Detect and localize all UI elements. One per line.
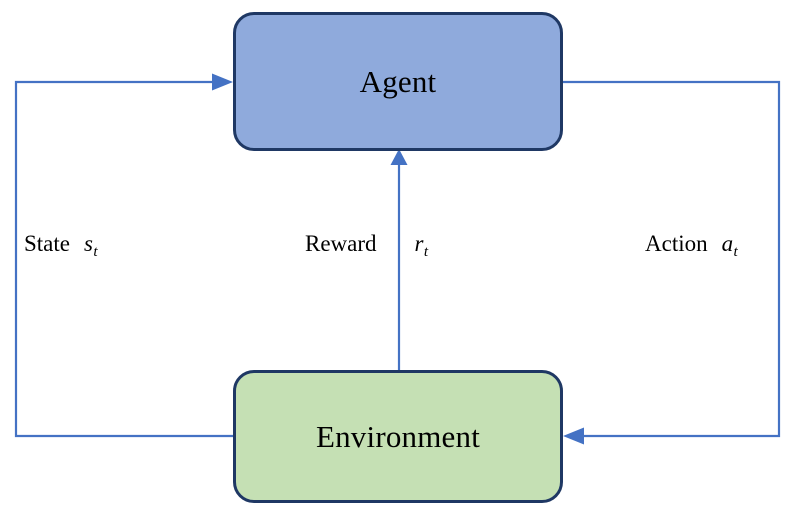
edge-state-arrowhead-icon (212, 73, 233, 91)
edge-label-action-subscript: t (733, 242, 738, 260)
edge-label-reward-text: Reward (305, 231, 377, 256)
edge-state (14, 73, 233, 438)
edge-reward (390, 149, 408, 370)
edge-label-state-text: State (24, 231, 70, 256)
edge-action-line (563, 80, 781, 438)
node-agent[interactable]: Agent (233, 12, 563, 151)
edge-label-reward-subscript: t (423, 242, 429, 260)
edge-label-state-subscript: t (93, 242, 98, 260)
edge-label-action-text: Action (645, 231, 708, 256)
node-environment-label: Environment (315, 419, 481, 454)
edge-label-state-symbol: s (84, 231, 93, 256)
edge-action (563, 80, 781, 445)
edge-action-arrowhead-icon (563, 427, 584, 445)
edge-reward-arrowhead-icon (390, 149, 408, 165)
node-environment[interactable]: Environment (233, 370, 563, 503)
edge-state-line (14, 80, 233, 438)
node-agent-label: Agent (359, 64, 437, 99)
edge-label-reward: Reward rt (305, 232, 428, 259)
edge-label-reward-symbol: r (414, 231, 424, 256)
edge-label-action-symbol: a (721, 231, 734, 256)
